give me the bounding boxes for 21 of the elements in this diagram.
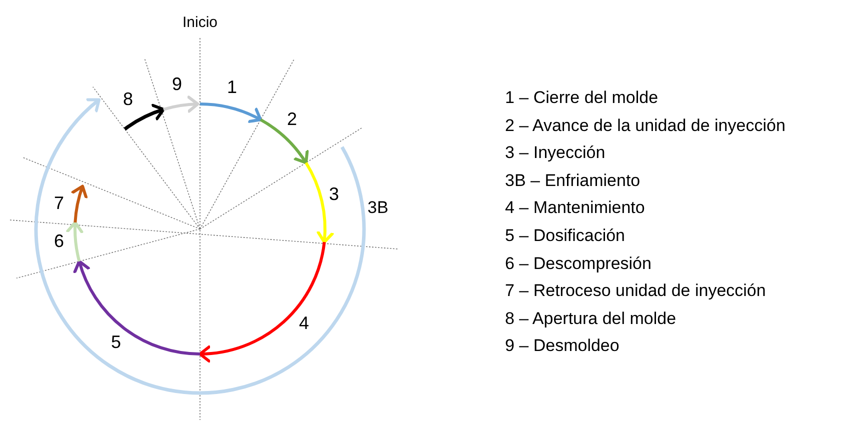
legend-text: 7 – Retroceso unidad de inyección (505, 282, 766, 300)
phase-number: 3B (368, 198, 388, 216)
legend-text: 2 – Avance de la unidad de inyección (505, 116, 786, 134)
legend-text: 5 – Dosificación (505, 227, 626, 244)
legend-text: 3 – Inyección (505, 144, 606, 162)
phase-number: 1 (227, 78, 238, 96)
phase-number: 9 (172, 75, 182, 93)
phase-number: 4 (299, 314, 310, 332)
legend-text: 3B – Enfriamiento (505, 172, 640, 189)
phase-number: 2 (287, 110, 298, 128)
legend-text: 4 – Mantenimiento (505, 199, 645, 216)
phase-number: 7 (54, 194, 64, 212)
legend-text: 8 – Apertura del molde (505, 310, 676, 327)
legend-text: 9 – Desmoldeo (505, 337, 620, 354)
legend-text: 1 – Cierre del molde (505, 89, 658, 106)
phase-number: 3 (329, 185, 340, 203)
phase-number: 5 (111, 333, 122, 351)
start-label: Inicio (182, 14, 218, 30)
phase-number: 8 (123, 90, 134, 108)
phase-number: 6 (54, 232, 64, 250)
legend-text: 6 – Descompresión (505, 254, 652, 272)
